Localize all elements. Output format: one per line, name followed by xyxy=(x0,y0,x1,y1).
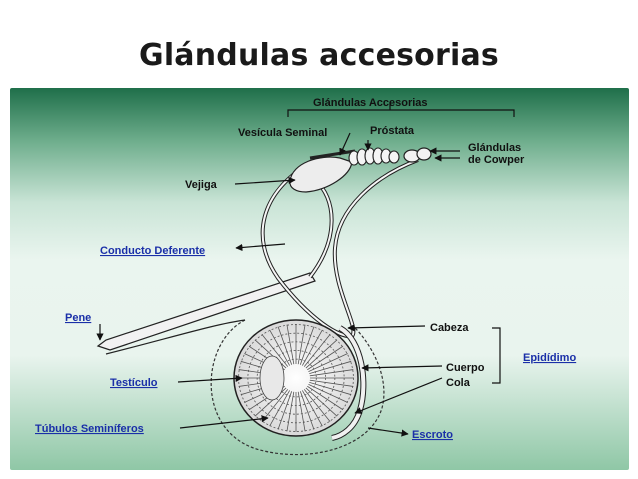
label-glandulas-cowper-2: de Cowper xyxy=(468,154,525,166)
label-cuerpo: Cuerpo xyxy=(446,362,485,374)
tubule-line xyxy=(305,387,338,417)
label-vejiga: Vejiga xyxy=(185,179,218,191)
label-vesicula-seminal: Vesícula Seminal xyxy=(238,127,327,139)
page-title: Glándulas accesorias xyxy=(139,38,499,73)
anatomy-drawing xyxy=(96,147,432,456)
label-prostata: Próstata xyxy=(370,125,415,137)
label-conducto-deferente: Conducto Deferente xyxy=(100,245,205,257)
tubule-ring xyxy=(247,332,345,424)
bracket-epididimo xyxy=(492,327,501,384)
tubule-line xyxy=(309,369,354,377)
tubule-ring xyxy=(256,341,336,415)
bracket-glandulas-accesorias xyxy=(287,109,515,117)
tubule-line xyxy=(269,390,290,427)
bladder xyxy=(289,156,353,193)
label-epididimo: Epidídimo xyxy=(523,352,576,364)
label-glandulas-accesorias: Glándulas Accesorias xyxy=(313,97,428,109)
tubule-line xyxy=(277,391,293,430)
tubule-line xyxy=(308,353,348,373)
reproductive-diagram-panel: Glándulas Accesorias Próstata Vesícula S… xyxy=(10,88,629,470)
tubule-line xyxy=(305,339,338,369)
cowper-glands xyxy=(403,147,432,163)
tubule-line xyxy=(307,345,344,371)
tubule-line xyxy=(277,326,293,365)
prostate xyxy=(348,147,400,166)
tubule-line xyxy=(309,381,352,396)
reproductive-diagram: Glándulas Accesorias Próstata Vesícula S… xyxy=(35,97,576,456)
tubule-line xyxy=(297,324,306,365)
tubule-line xyxy=(299,391,315,430)
label-escroto: Escroto xyxy=(412,429,453,441)
leader-lines xyxy=(96,132,460,437)
tubule-line xyxy=(309,379,354,387)
label-testiculo: Testículo xyxy=(110,377,158,389)
penis-skin xyxy=(105,319,246,355)
tubule-line xyxy=(261,334,289,367)
tubule-line xyxy=(286,324,295,365)
tubule-line xyxy=(307,385,344,411)
vas-deferens xyxy=(260,158,419,339)
tubule-line xyxy=(308,383,348,403)
label-pene: Pene xyxy=(65,312,91,324)
seminal-vesicle xyxy=(309,149,356,160)
label-glandulas-cowper-1: Glándulas xyxy=(468,142,521,154)
tubule-line xyxy=(302,329,323,366)
tubule-line xyxy=(299,326,315,365)
tubule-line xyxy=(303,334,331,367)
tubule-line xyxy=(309,360,352,375)
label-cabeza: Cabeza xyxy=(430,322,469,334)
tubule-line xyxy=(302,390,323,427)
tubule-line xyxy=(286,391,295,432)
tubule-line xyxy=(303,389,331,422)
tubule-line xyxy=(297,391,306,432)
label-cola: Cola xyxy=(446,377,471,389)
label-tubulos-seminiferos: Túbulos Seminíferos xyxy=(35,423,144,435)
tubule-line xyxy=(269,329,290,366)
